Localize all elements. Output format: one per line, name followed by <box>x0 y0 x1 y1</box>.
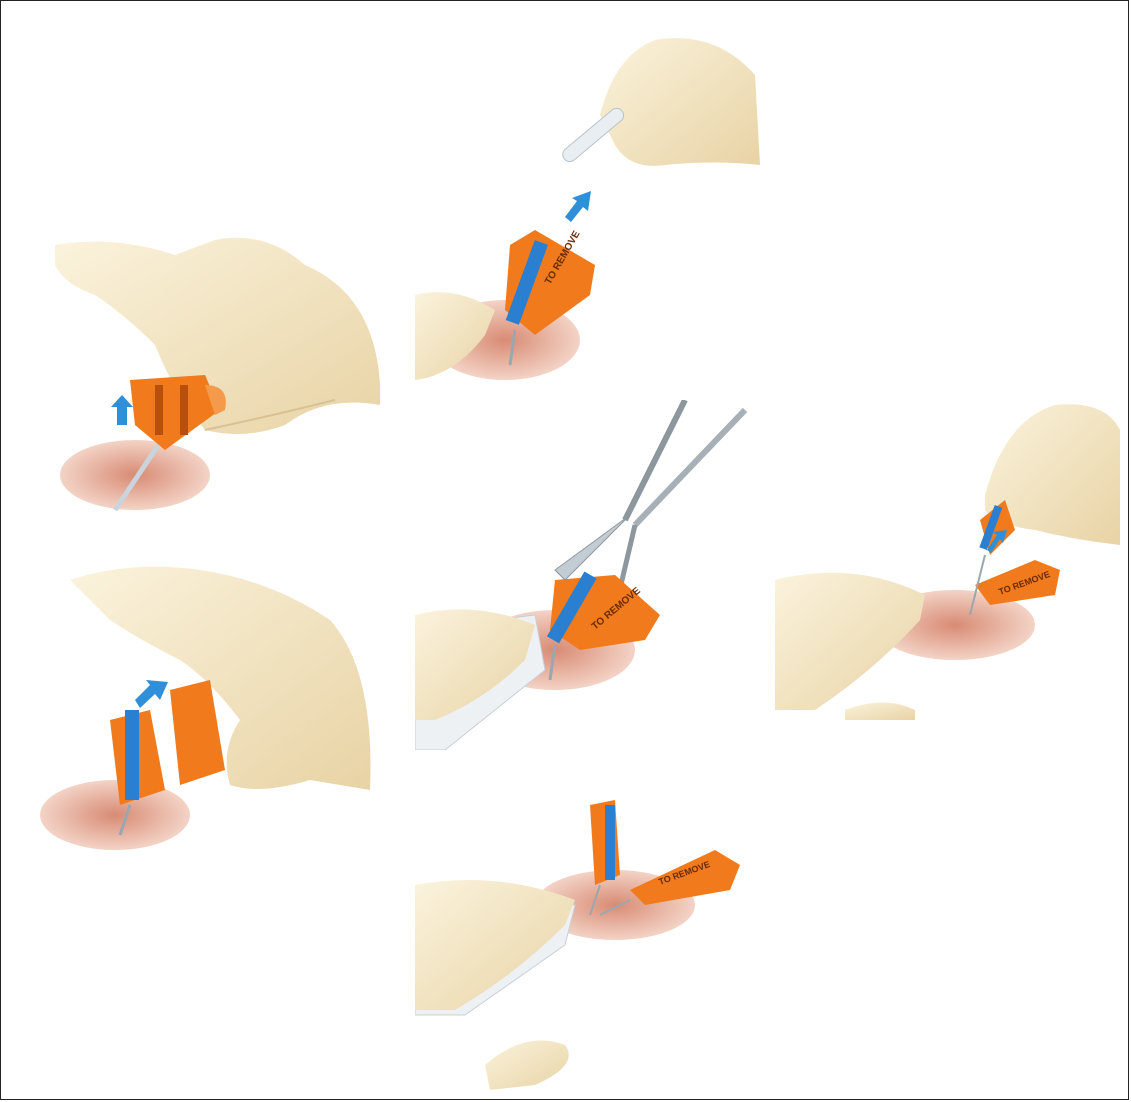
panel-2-illustration: TO REMOVE <box>415 35 765 385</box>
skin-patch <box>60 440 210 510</box>
glove-hand <box>600 38 760 166</box>
glove-hand <box>845 703 915 721</box>
arrow-up-icon <box>135 680 168 708</box>
skin-patch <box>40 780 190 850</box>
glove-hand <box>485 1041 569 1091</box>
device-orange: TO REMOVE <box>547 571 660 650</box>
device-orange: TO REMOVE <box>505 229 595 335</box>
panel-6: TO REMOVE <box>415 795 760 1095</box>
panel-5-illustration: TO REMOVE <box>775 400 1120 720</box>
panel-2: TO REMOVE <box>415 35 765 385</box>
arrow-up-icon <box>111 395 133 425</box>
panel-4-illustration: TO REMOVE <box>415 400 755 750</box>
panel-1 <box>55 235 380 515</box>
panel-5: TO REMOVE <box>775 400 1120 720</box>
panel-4: TO REMOVE <box>415 400 755 750</box>
arrow-up-icon <box>565 191 591 222</box>
panel-1-illustration <box>55 235 380 515</box>
device-orange <box>110 680 225 805</box>
panel-3 <box>40 560 375 850</box>
device-orange <box>130 375 226 450</box>
panel-6-illustration: TO REMOVE <box>415 795 760 1095</box>
panel-3-illustration <box>40 560 375 850</box>
